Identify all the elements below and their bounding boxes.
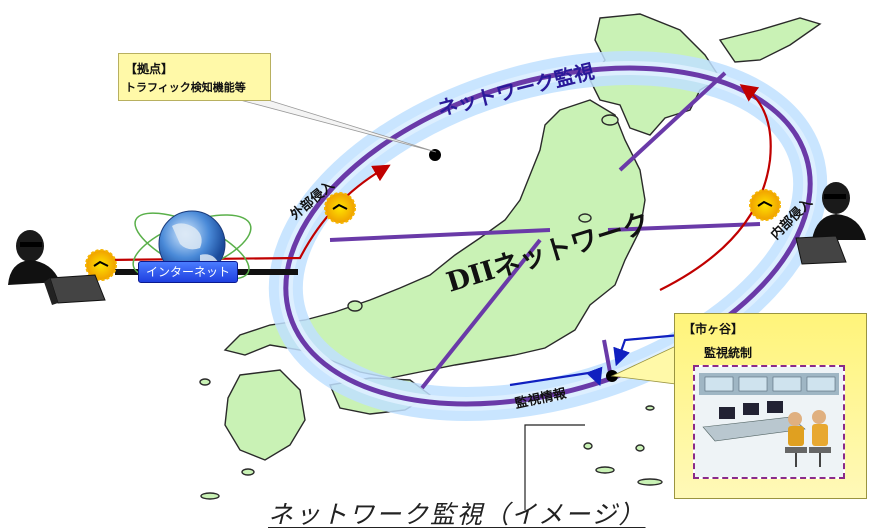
base-callout-title: 【拠点】	[125, 62, 174, 76]
base-node	[429, 149, 441, 161]
internal-intrusion-path	[659, 84, 772, 291]
threat-bug-icon-external	[324, 192, 356, 224]
threat-bug-icon-left	[85, 249, 117, 281]
hq-callout-title: 【市ヶ谷】	[683, 322, 744, 336]
inset-frame-line	[524, 424, 585, 510]
monitoring-room-photo	[693, 365, 845, 479]
hacker-right-icon	[795, 182, 866, 265]
threat-bug-icon-internal	[749, 189, 781, 221]
figure-caption: ネットワーク監視（イメージ）	[268, 500, 646, 529]
hacker-left-icon	[8, 230, 106, 305]
base-callout-subtitle: トラフィック検知機能等	[125, 81, 246, 94]
japan-map	[199, 13, 822, 500]
operators-illustration	[695, 367, 843, 477]
internet-label: インターネット	[138, 261, 238, 283]
hq-callout-subtitle: 監視統制	[704, 346, 753, 360]
hq-callout: 【市ヶ谷】 監視統制	[674, 313, 867, 499]
monitoring-info-arrows	[509, 333, 681, 387]
base-callout: 【拠点】 トラフィック検知機能等	[118, 53, 271, 101]
dii-network-links	[329, 71, 761, 390]
